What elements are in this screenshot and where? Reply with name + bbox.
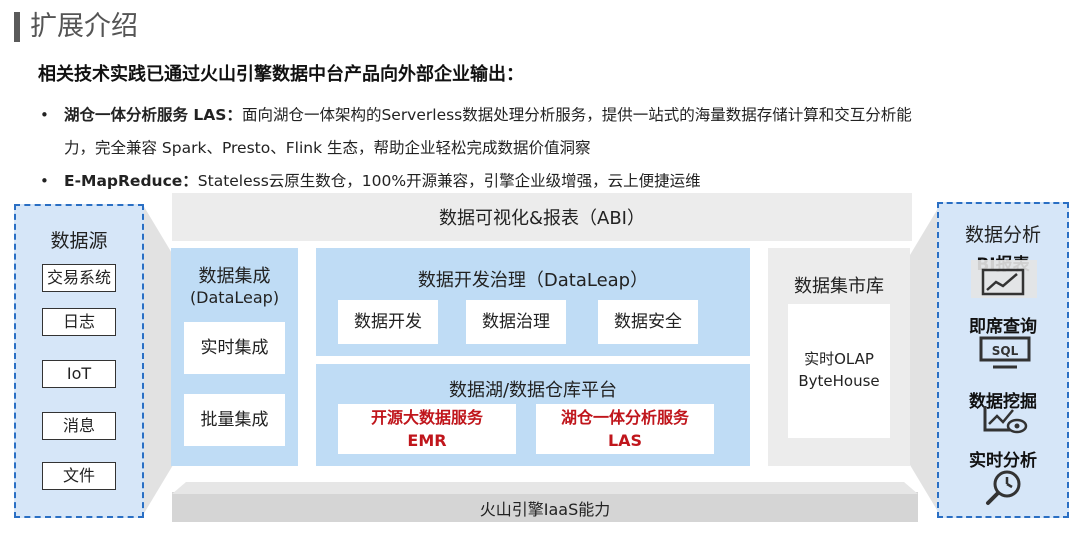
data-integration-box: 数据集成 (DataLeap) 实时集成 批量集成 <box>171 248 298 466</box>
right-funnel-shape <box>910 205 940 515</box>
data-mart-box: 数据集市库 实时OLAP ByteHouse <box>768 248 910 466</box>
visualization-bar: 数据可视化&报表（ABI） <box>172 193 912 241</box>
sql-icon-text: SQL <box>992 344 1019 358</box>
emr-service-name: 开源大数据服务 <box>370 408 483 427</box>
batch-integration: 批量集成 <box>184 394 285 446</box>
governance-item-dev: 数据开发 <box>338 300 438 344</box>
title-accent-bar <box>14 12 20 42</box>
source-item: 文件 <box>42 462 116 490</box>
source-item: 消息 <box>42 412 116 440</box>
analysis-realtime-label: 实时分析 <box>969 451 1037 471</box>
emr-service-code: EMR <box>407 431 447 450</box>
governance-title: 数据开发治理（DataLeap） <box>417 270 649 291</box>
realtime-integration: 实时集成 <box>184 322 285 374</box>
data-sources-panel: 数据源 交易系统 日志 IoT 消息 文件 <box>14 204 144 518</box>
data-governance-box: 数据开发治理（DataLeap） 数据开发 数据治理 数据安全 <box>316 248 750 356</box>
lake-title: 数据湖/数据仓库平台 <box>448 380 618 401</box>
data-lake-box: 数据湖/数据仓库平台 开源大数据服务 EMR 湖仓一体分析服务 LAS <box>316 364 750 466</box>
realtime-magnifier-icon <box>979 468 1031 510</box>
governance-item-governance: 数据治理 <box>466 300 566 344</box>
iaas-bar: 火山引擎IaaS能力 <box>172 492 918 522</box>
mart-title: 数据集市库 <box>794 276 884 297</box>
source-item: 日志 <box>42 308 116 336</box>
iaas-label: 火山引擎IaaS能力 <box>479 500 611 519</box>
las-service: 湖仓一体分析服务 LAS <box>536 404 714 454</box>
mart-olap: 实时OLAP ByteHouse <box>788 304 890 438</box>
bullet-marker: • <box>40 172 49 190</box>
las-service-code: LAS <box>607 431 643 450</box>
analysis-adhoc-label: 即席查询 <box>969 317 1037 337</box>
data-sources-title: 数据源 <box>50 230 108 252</box>
mart-olap-line1: 实时OLAP <box>804 350 874 368</box>
sql-icon: SQL <box>979 336 1031 374</box>
bullet-las: 湖仓一体分析服务 LAS：面向湖仓一体架构的Serverless数据处理分析服务… <box>64 104 912 126</box>
bullet-emr-heading: E-MapReduce： <box>64 172 198 190</box>
bullet-las-continuation: 力，完全兼容 Spark、Presto、Flink 生态，帮助企业轻松完成数据价… <box>64 139 591 157</box>
analysis-title: 数据分析 <box>964 224 1041 246</box>
integration-subtitle: (DataLeap) <box>189 288 280 307</box>
bullet-marker: • <box>40 106 49 124</box>
source-item: 交易系统 <box>42 264 116 292</box>
bullet-las-text: 面向湖仓一体架构的Serverless数据处理分析服务，提供一站式的海量数据存储… <box>241 106 912 124</box>
bullet-emr: E-MapReduce：Stateless云原生数仓，100%开源兼容，引擎企业… <box>64 170 701 192</box>
data-mining-icon <box>979 402 1031 440</box>
bi-chart-icon <box>969 258 1039 304</box>
mart-olap-line2: ByteHouse <box>798 372 880 390</box>
visualization-label: 数据可视化&报表（ABI） <box>438 208 645 229</box>
iaas-bar-bevel <box>172 482 918 494</box>
page-subtitle: 相关技术实践已通过火山引擎数据中台产品向外部企业输出： <box>38 64 524 85</box>
las-service-name: 湖仓一体分析服务 <box>560 408 689 427</box>
bullet-las-heading: 湖仓一体分析服务 LAS： <box>64 106 242 124</box>
source-item: IoT <box>42 360 116 388</box>
governance-item-security: 数据安全 <box>598 300 698 344</box>
left-funnel-shape <box>143 205 173 515</box>
emr-service: 开源大数据服务 EMR <box>338 404 516 454</box>
data-analysis-panel: 数据分析 BI报表 即席查询 SQL 数据挖掘 实时分析 <box>937 202 1069 518</box>
integration-title: 数据集成 <box>198 266 271 287</box>
bullet-emr-text: Stateless云原生数仓，100%开源兼容，引擎企业级增强，云上便捷运维 <box>197 172 701 190</box>
page-title: 扩展介绍 <box>30 11 138 42</box>
